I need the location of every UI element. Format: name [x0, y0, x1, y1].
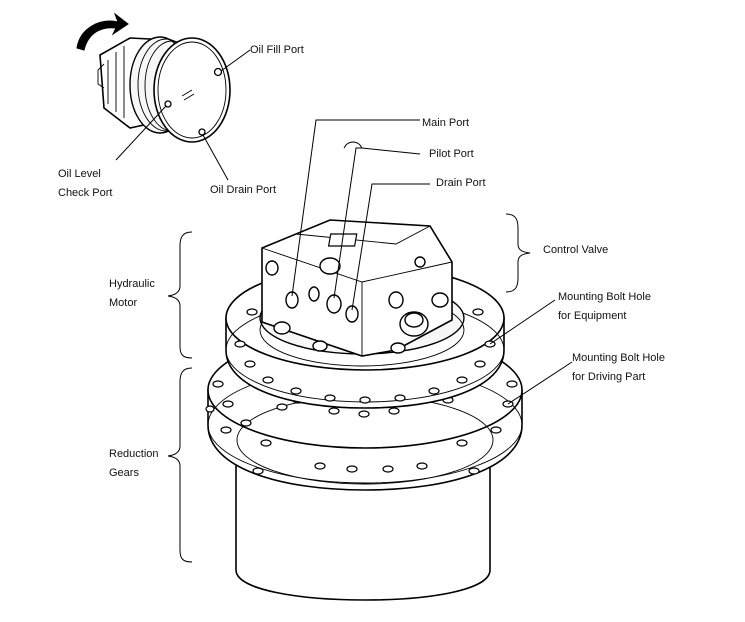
drain-port-label: Drain Port — [436, 177, 486, 189]
oil-drain-port-hole — [198, 128, 206, 136]
oil-level-port-hole — [164, 100, 172, 108]
main-port-label: Main Port — [422, 117, 470, 129]
control-valve-brace — [505, 213, 531, 293]
pilot-port-label: Pilot Port — [429, 148, 474, 160]
curved-arrow-icon — [76, 12, 129, 51]
oil-level-check-port-label: Oil Level Check Port — [58, 168, 113, 199]
inset-motor — [97, 36, 251, 181]
hydraulic-motor-brace — [167, 231, 193, 359]
mounting-bolt-hole-equipment-label: Mounting Bolt Hole for Equipment — [558, 291, 651, 322]
mounting-bolt-hole-driving-part-label: Mounting Bolt Hole for Driving Part — [572, 352, 665, 383]
oil-fill-port-label: Oil Fill Port — [250, 44, 304, 56]
hydraulic-motor-label: Hydraulic Motor — [109, 278, 155, 309]
final-drive-body — [205, 119, 573, 601]
control-valve-label: Control Valve — [543, 244, 609, 256]
oil-drain-port-label: Oil Drain Port — [210, 184, 277, 196]
reduction-gears-label: Reduction Gears — [109, 448, 159, 479]
reduction-gears-brace — [167, 367, 193, 563]
oil-fill-port-hole — [213, 67, 223, 77]
